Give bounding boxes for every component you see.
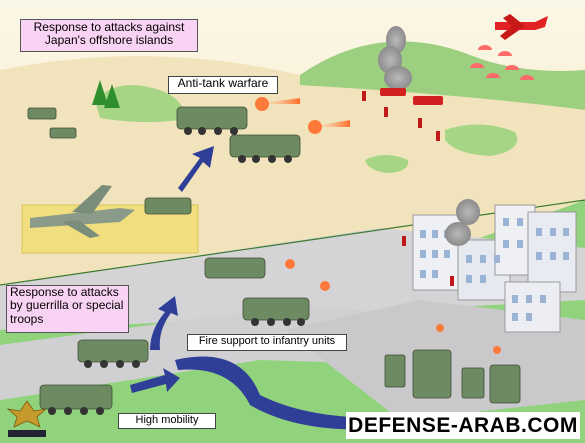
building bbox=[504, 281, 561, 333]
enemy-soldiers bbox=[362, 91, 454, 286]
enemy-tanks-red bbox=[380, 88, 443, 105]
high-mobility-label: High mobility bbox=[118, 413, 216, 429]
cargo-aircraft bbox=[30, 185, 135, 238]
site-logo bbox=[4, 397, 50, 439]
tree bbox=[104, 84, 120, 108]
fire-support-label: Fire support to infantry units bbox=[187, 334, 347, 351]
guerrilla-label: Response to attacks by guerrilla or spec… bbox=[6, 285, 129, 333]
combat-vehicles-lower bbox=[39, 257, 521, 410]
muzzle-fire bbox=[255, 97, 501, 354]
tree bbox=[92, 80, 108, 105]
transport-aircraft-red bbox=[495, 14, 548, 40]
hill-small-right bbox=[445, 124, 518, 156]
city-buildings bbox=[412, 204, 577, 333]
hill-small-center bbox=[365, 155, 409, 173]
hill-left bbox=[95, 85, 183, 123]
arrow-lower-up bbox=[150, 296, 178, 350]
paratroopers bbox=[470, 45, 534, 80]
panel-divider bbox=[0, 199, 585, 286]
anti-tank-label: Anti-tank warfare bbox=[168, 76, 278, 94]
offshore-islands-label: Response to attacks against Japan's offs… bbox=[20, 19, 198, 52]
eagle-logo-icon bbox=[6, 400, 48, 437]
smoke-plumes bbox=[378, 26, 480, 246]
wheels-upper bbox=[184, 127, 292, 163]
movement-arrows bbox=[130, 146, 420, 430]
arrow-lower-curve bbox=[175, 356, 420, 430]
wheels-lower bbox=[48, 318, 305, 415]
hill-right bbox=[300, 41, 585, 111]
arrow-lower-left bbox=[130, 368, 180, 393]
arrow-upper bbox=[178, 146, 214, 192]
combat-vehicles-upper bbox=[27, 106, 301, 215]
watermark-text: DEFENSE-ARAB.COM bbox=[346, 412, 580, 439]
